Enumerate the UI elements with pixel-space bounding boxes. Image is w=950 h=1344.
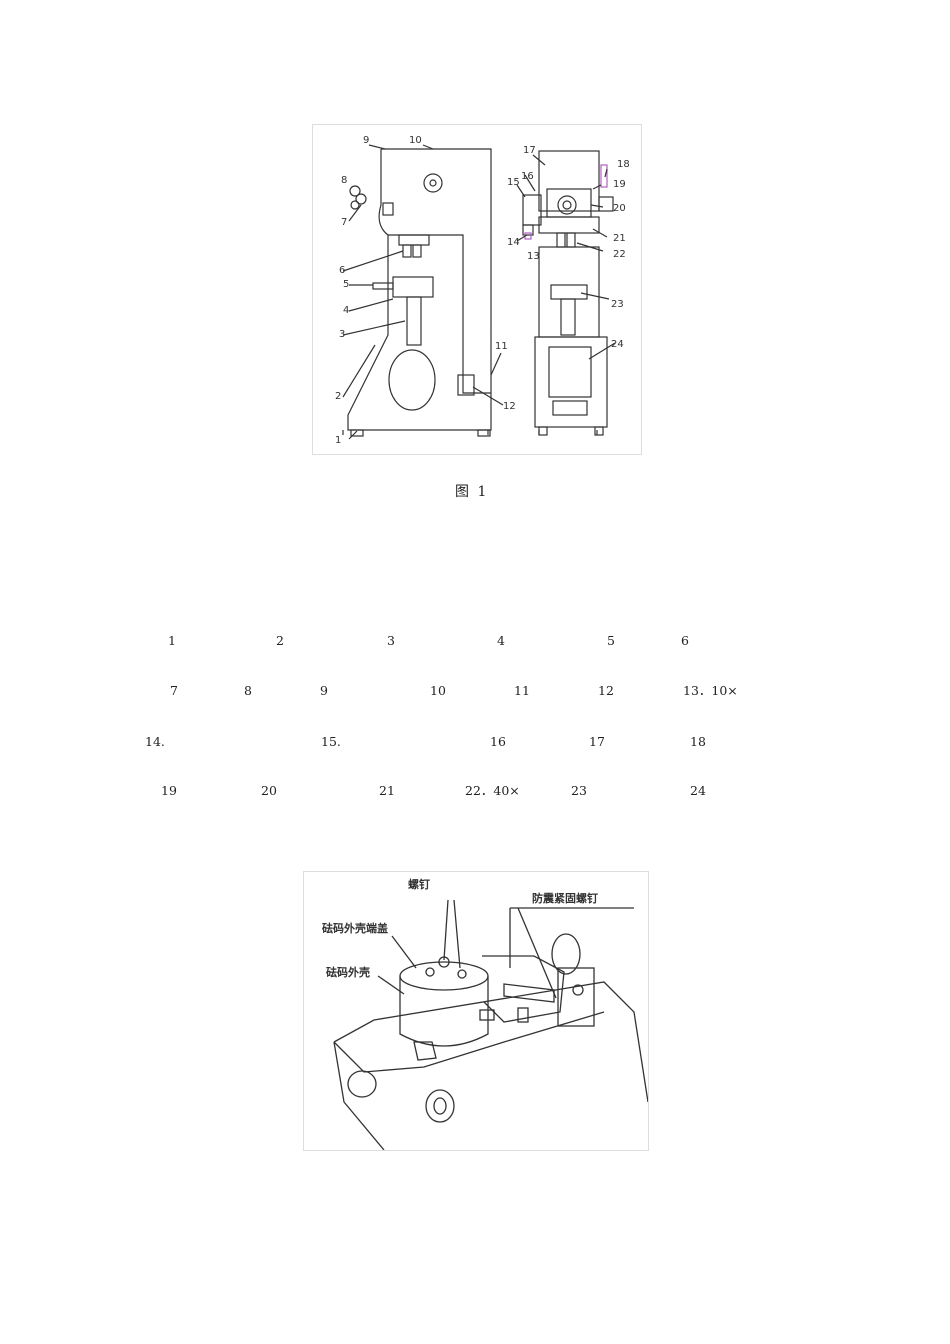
legend-item: 19: [161, 783, 227, 798]
callout-20: 20: [613, 203, 626, 214]
legend-row-2: 7 8 9 10 11 12 13．10×: [0, 680, 950, 700]
legend-item: 1: [168, 633, 239, 648]
legend-item: 20: [261, 783, 340, 798]
callout-7: 7: [341, 217, 347, 228]
callout-9: 9: [363, 135, 369, 146]
callout-14: 14: [507, 237, 520, 248]
legend-item: 5: [607, 633, 653, 648]
legend-row-4: 19 20 21 22．40× 23 24: [0, 780, 950, 800]
callout-3: 3: [339, 329, 345, 340]
figure-1-caption: 图 1: [455, 484, 489, 500]
callout-16: 16: [521, 171, 534, 182]
label-weight-shell: 砝码外壳: [326, 965, 370, 979]
callout-23: 23: [611, 299, 624, 310]
legend-item: 13．10×: [683, 683, 763, 698]
legend-item: 22．40×: [465, 783, 545, 798]
callout-12: 12: [503, 401, 516, 412]
callout-1: 1: [335, 435, 341, 446]
legend-item: 15.: [321, 734, 429, 749]
callout-19: 19: [613, 179, 626, 190]
callout-22: 22: [613, 249, 626, 260]
callout-11: 11: [495, 341, 508, 352]
figure-1-diagram: 1 2 3 4 5 6 7 8 9 10 11 12 13 14 15 16 1…: [312, 124, 642, 455]
legend-item: 21: [379, 783, 433, 798]
callout-15: 15: [507, 177, 520, 188]
label-antishock-screw: 防震紧固螺钉: [532, 891, 598, 905]
legend-item: 4: [497, 633, 568, 648]
callout-8: 8: [341, 175, 347, 186]
legend-item: 9: [320, 683, 391, 698]
legend-item: 14.: [145, 734, 253, 749]
figure-2-diagram: 螺钉 砝码外壳端盖 砝码外壳 防震紧固螺钉: [303, 871, 649, 1151]
callout-21: 21: [613, 233, 626, 244]
legend-item: 10: [430, 683, 484, 698]
callout-13: 13: [527, 251, 540, 262]
legend-row-1: 1 2 3 4 5 6: [0, 630, 950, 650]
legend-item: 12: [598, 683, 652, 698]
legend-item: 6: [681, 633, 739, 648]
callout-5: 5: [343, 279, 349, 290]
callout-18: 18: [617, 159, 630, 170]
legend-item: 11: [514, 683, 568, 698]
legend-item: 8: [244, 683, 290, 698]
label-weight-cap: 砝码外壳端盖: [322, 921, 388, 935]
callout-2: 2: [335, 391, 341, 402]
legend-row-3: 14. 15. 16 17 18: [0, 731, 950, 751]
legend-item: 16: [490, 734, 556, 749]
label-screw: 螺钉: [408, 877, 430, 891]
legend-item: 7: [170, 683, 216, 698]
legend-item: 17: [589, 734, 655, 749]
callout-17: 17: [523, 145, 536, 156]
callout-6: 6: [339, 265, 345, 276]
callout-10: 10: [409, 135, 422, 146]
callout-4: 4: [343, 305, 349, 316]
legend-item: 24: [690, 783, 769, 798]
legend-item: 23: [571, 783, 650, 798]
legend-item: 2: [276, 633, 347, 648]
legend-item: 3: [387, 633, 458, 648]
callout-24: 24: [611, 339, 624, 350]
legend-item: 18: [690, 734, 769, 749]
